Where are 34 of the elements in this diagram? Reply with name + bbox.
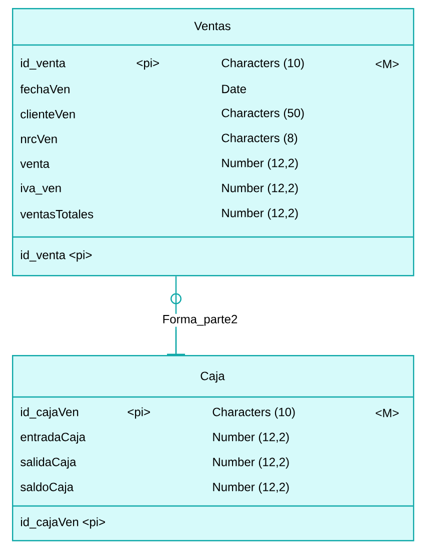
attribute-name: entradaCaja [20,432,86,444]
attribute-name: nrcVen [21,134,57,144]
mandatory-marker: <M> [376,60,399,68]
data-type: Number (12,2) [222,183,298,195]
identifier: id_cajaVen <pi> [21,517,105,529]
data-type: Number (12,2) [222,208,298,220]
key-marker: <pi> [128,407,150,419]
attribute-name: id_cajaVen [21,407,78,419]
data-type: Number (12,2) [213,482,289,494]
data-type: Number (12,2) [213,432,289,444]
edge-label: Forma_parte2 [163,314,238,326]
identifier: id_venta <pi> [21,250,92,262]
relationship-line [167,276,185,355]
data-type: Characters (10) [222,58,304,70]
data-type: Number (12,2) [213,457,289,469]
attribute-name: fechaVen [20,84,70,94]
attribute-name: salidaCaja [20,457,76,469]
attribute-name: id_venta [21,58,66,70]
data-type: Date [222,84,246,94]
attribute-name: iva_ven [21,183,61,195]
entity-name: Caja [200,371,225,383]
data-type: Characters (10) [212,407,295,419]
data-type: Characters (8) [222,133,298,145]
attribute-name: saldoCaja [20,482,74,494]
data-type: Characters (50) [222,108,304,120]
entity-table [12,355,414,542]
key-marker: <pi> [136,58,159,70]
data-type: Number (12,2) [222,158,298,170]
entity-table [12,8,414,276]
attribute-name: ventasTotales [20,210,94,218]
attribute-name: clienteVen [20,110,75,118]
attribute-name: venta [20,160,50,168]
mandatory-marker: <M> [376,408,399,418]
entity-name: Ventas [194,22,230,30]
